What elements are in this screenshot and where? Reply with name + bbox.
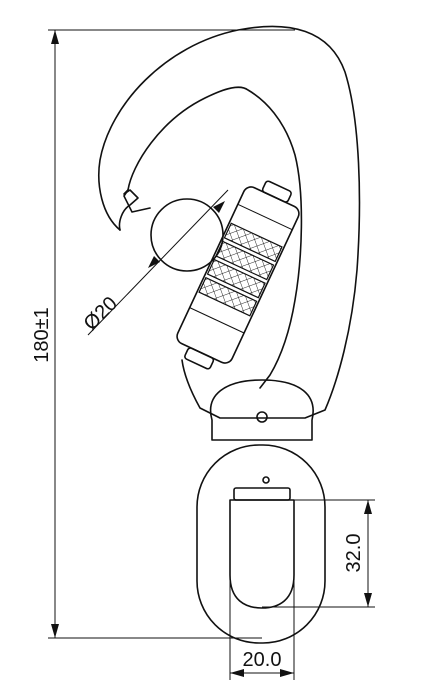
- locking-gate: [176, 180, 300, 370]
- swivel-pin: [256, 411, 268, 423]
- knurl-ring-1: [223, 222, 283, 263]
- gate-band-line: [237, 203, 293, 231]
- diameter-arrow-2: [213, 201, 225, 213]
- webbing-bar: [233, 487, 291, 501]
- arrow-top: [51, 30, 59, 44]
- swivel-eye: [196, 444, 326, 644]
- gate-top-cap: [261, 180, 292, 203]
- eye-width-label: 20.0: [243, 649, 282, 671]
- swivel-head: [209, 379, 314, 441]
- knurl-ring-4: [198, 276, 258, 317]
- arrow-20-right: [280, 669, 294, 677]
- body-inner-contour: [127, 86, 303, 389]
- knurl-ring-2: [215, 240, 275, 281]
- diameter-arrow-1: [148, 256, 160, 268]
- arrow-20-left: [230, 669, 244, 677]
- carabiner-body: [98, 25, 361, 419]
- nose-notch: [123, 189, 151, 213]
- nose-hook: [118, 189, 139, 231]
- diameter-label: Ø20: [80, 293, 122, 335]
- dimension-eye-width: 20.0: [229, 575, 295, 680]
- arrow-32-top: [364, 500, 372, 514]
- eye-inner-slot: [229, 499, 295, 609]
- overall-length-label: 180±1: [31, 307, 53, 362]
- eye-length-label: 32.0: [343, 534, 365, 573]
- dimension-overall-length: 180±1: [31, 29, 295, 639]
- swivel-head-outline: [209, 379, 314, 441]
- eye-outer: [196, 444, 326, 644]
- arrow-bottom: [51, 624, 59, 638]
- dimension-eye-length: 32.0: [262, 499, 375, 608]
- arrow-32-bottom: [364, 593, 372, 607]
- body-outer-contour: [98, 25, 361, 419]
- gate-bottom-cap: [184, 347, 215, 370]
- eye-top-hole: [262, 476, 270, 484]
- dimension-ball-diameter: Ø20: [80, 189, 229, 336]
- gate-band-line-lower: [189, 307, 245, 334]
- knurl-ring-3: [206, 258, 266, 299]
